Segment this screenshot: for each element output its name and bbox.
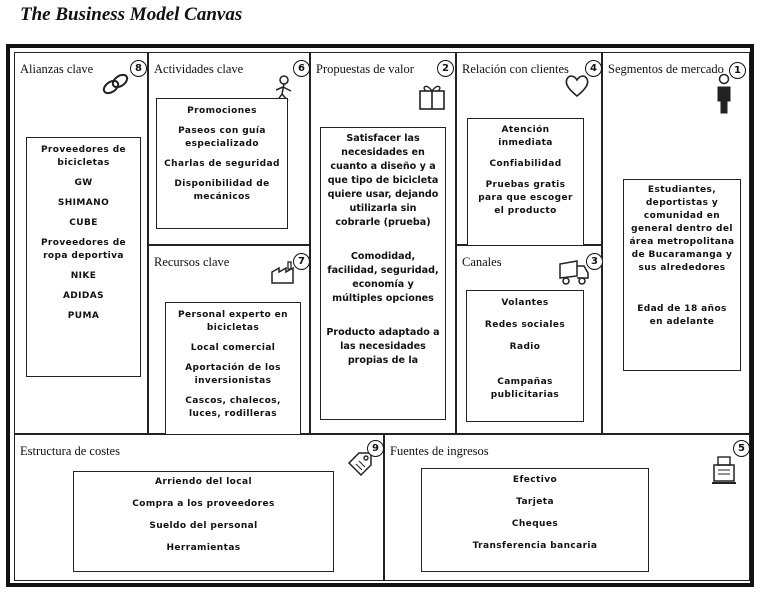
block-title: Estructura de costes — [20, 444, 120, 458]
list-item: GW — [74, 178, 93, 188]
cost-structure-block: Estructura de costes 9 Arriendo del loca… — [14, 434, 384, 581]
block-title: Segmentos de mercado — [608, 62, 724, 76]
list-item: Transferencia bancaria — [472, 541, 598, 551]
list-item: Aportación de los inversionistas — [185, 363, 281, 386]
block-number: 2 — [437, 60, 454, 77]
cash-register-icon — [712, 456, 736, 484]
list-item: Cheques — [511, 519, 559, 529]
block-number: 8 — [130, 60, 147, 77]
page-title: The Business Model Canvas — [20, 4, 243, 25]
block-title: Actividades clave — [154, 62, 244, 76]
list-item: Sueldo del personal — [149, 521, 258, 531]
revenue-streams-box: Efectivo Tarjeta Cheques Transferencia b… — [421, 468, 649, 572]
list-item: Comodidad, facilidad, seguridad, economí… — [327, 251, 439, 304]
block-number: 1 — [729, 62, 746, 79]
value-propositions-block: Propuestas de valor 2 Satisfacer las nec… — [310, 52, 456, 434]
list-item: ADIDAS — [62, 291, 105, 301]
key-activities-block: Actividades clave 6 Promociones Paseos c… — [148, 52, 310, 245]
block-number: 7 — [293, 253, 310, 270]
person-icon — [717, 73, 731, 114]
channels-block: Canales 3 Volantes Redes sociales Radio … — [456, 245, 603, 434]
cost-structure-box: Arriendo del local Compra a los proveedo… — [73, 471, 334, 572]
list-item: Confiabilidad — [489, 159, 562, 169]
list-item: Atención inmediata — [498, 125, 553, 148]
block-number: 4 — [585, 60, 602, 77]
list-item: Satisfacer las necesidades en cuanto a d… — [327, 133, 439, 228]
heart-icon — [565, 75, 589, 98]
list-item: Paseos con guía especializado — [178, 126, 266, 149]
block-title: Canales — [462, 255, 502, 269]
list-item: Tarjeta — [516, 497, 554, 507]
customer-relationships-box: Atención inmediata Confiabilidad Pruebas… — [467, 118, 584, 246]
chain-link-icon — [102, 73, 129, 95]
list-item: Promociones — [187, 106, 257, 116]
list-item: CUBE — [69, 218, 98, 228]
list-item: Compra a los proveedores — [132, 499, 275, 509]
list-item: Efectivo — [512, 475, 558, 485]
value-propositions-box: Satisfacer las necesidades en cuanto a d… — [320, 127, 446, 420]
block-number: 6 — [293, 60, 310, 77]
key-partners-box: Proveedores de bicicletas GW SHIMANO CUB… — [26, 137, 141, 377]
gift-icon — [419, 85, 445, 110]
price-tag-icon — [347, 452, 372, 477]
list-item: Disponibilidad de mecánicos — [174, 179, 270, 202]
list-item: Radio — [509, 342, 541, 352]
list-item: NIKE — [70, 271, 97, 281]
block-number: 9 — [367, 440, 384, 457]
list-item: SHIMANO — [57, 198, 110, 208]
canvas-frame: Alianzas clave 8 Proveedores de biciclet… — [6, 44, 754, 587]
key-activities-box: Promociones Paseos con guía especializad… — [156, 98, 288, 229]
block-title: Relación con clientes — [462, 62, 569, 76]
block-number: 3 — [586, 253, 603, 270]
list-item: Edad de 18 años en adelante — [637, 304, 727, 327]
list-item: Campañas publicitarias — [490, 377, 560, 400]
customer-segments-block: Segmentos de mercado 1 Estudiantes, depo… — [602, 52, 750, 434]
list-item: Producto adaptado a las necesidades prop… — [326, 327, 440, 366]
channels-box: Volantes Redes sociales Radio Campañas p… — [466, 290, 584, 422]
list-item: PUMA — [67, 311, 100, 321]
list-item: Local comercial — [190, 343, 276, 353]
list-item: Cascos, chalecos, luces, rodilleras — [185, 396, 281, 419]
list-item: Arriendo del local — [155, 477, 252, 487]
list-item: Proveedores de bicicletas — [40, 145, 127, 168]
list-item: Volantes — [501, 298, 549, 308]
list-item: Redes sociales — [484, 320, 566, 330]
factory-icon — [271, 261, 294, 284]
block-title: Alianzas clave — [20, 62, 94, 76]
customer-segments-box: Estudiantes, deportistas y comunidad en … — [623, 179, 741, 371]
list-item: Herramientas — [166, 543, 241, 553]
block-number: 5 — [733, 440, 750, 457]
list-item: Charlas de seguridad — [164, 159, 280, 169]
list-item: Personal experto en bicicletas — [177, 310, 288, 333]
key-resources-box: Personal experto en bicicletas Local com… — [165, 302, 301, 435]
block-title: Fuentes de ingresos — [390, 444, 489, 458]
list-item: Pruebas gratis para que escoger el produ… — [478, 180, 573, 216]
list-item: Proveedores de ropa deportiva — [40, 238, 127, 261]
block-title: Recursos clave — [154, 255, 230, 269]
key-partners-block: Alianzas clave 8 Proveedores de biciclet… — [14, 52, 148, 434]
customer-relationships-block: Relación con clientes 4 Atención inmedia… — [456, 52, 602, 246]
delivery-truck-icon — [559, 260, 589, 285]
revenue-streams-block: Fuentes de ingresos 5 Efectivo Tarjeta C… — [384, 434, 750, 581]
worker-icon — [275, 75, 292, 102]
block-title: Propuestas de valor — [316, 62, 414, 76]
list-item: Estudiantes, deportistas y comunidad en … — [629, 185, 735, 273]
key-resources-block: Recursos clave 7 Personal experto en bic… — [148, 245, 310, 435]
